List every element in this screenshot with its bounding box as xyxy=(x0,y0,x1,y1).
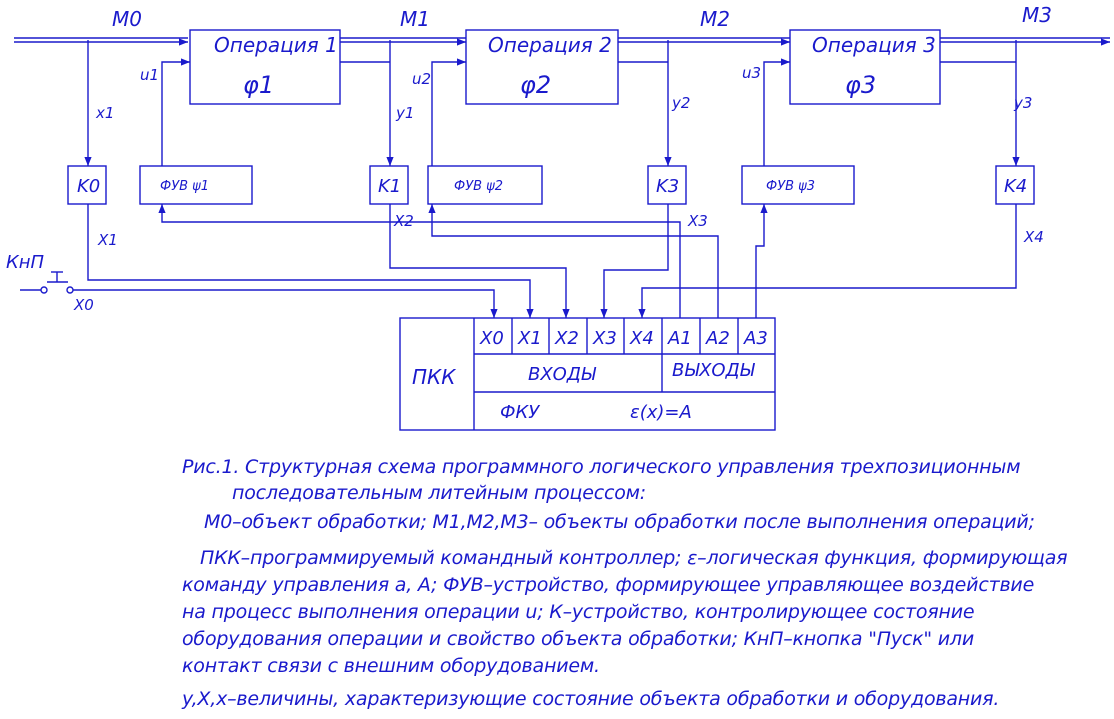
operation-3-title: Операция 3 xyxy=(812,33,936,57)
pkk-output-a3: A3 xyxy=(743,328,768,349)
sensor-k0-box xyxy=(67,165,107,205)
operation-1-box xyxy=(189,29,341,105)
operation-2-func: φ2 xyxy=(520,71,551,99)
sensor-k4-box xyxy=(995,165,1035,205)
operation-1-title: Операция 1 xyxy=(214,33,338,57)
operation-3-func: φ3 xyxy=(845,71,876,99)
pkk-input-x4: X4 xyxy=(629,328,654,349)
sensor-k1-label: K1 xyxy=(378,176,401,197)
operation-2-box xyxy=(465,29,619,105)
signal-X2-label: X2 xyxy=(393,212,414,230)
signal-y1-label: y1 xyxy=(395,104,414,122)
start-button-label: КнП xyxy=(6,252,45,273)
sensor-k4-label: K4 xyxy=(1004,176,1027,197)
fuv-1-label: ФУВ ψ1 xyxy=(160,179,209,194)
fuv-2-box xyxy=(427,165,543,205)
pkk-output-a1: A1 xyxy=(667,328,692,349)
caption-line-5: команду управления a, A; ФУВ–устройство,… xyxy=(182,574,1035,596)
caption-line-4: ПКК–программируемый командный контроллер… xyxy=(200,547,1068,569)
flow-m2-label: M2 xyxy=(700,7,730,31)
signal-y3-label: y3 xyxy=(1013,94,1032,112)
sensor-k3-box xyxy=(647,165,687,205)
signal-X3-label: X3 xyxy=(687,212,708,230)
pkk-input-x2: X2 xyxy=(554,328,579,349)
pkk-name: ПКК xyxy=(412,365,456,389)
signal-u3-label: u3 xyxy=(742,64,761,82)
signal-X4-label: X4 xyxy=(1023,228,1044,246)
pkk-fku-label: ФКУ xyxy=(500,402,540,423)
flow-m3-label: M3 xyxy=(1022,3,1052,27)
caption-line-9: y,X,x–величины, характеризующие состояни… xyxy=(182,688,1000,710)
caption-line-7: оборудования операции и свойство объекта… xyxy=(182,628,975,650)
pkk-inputs-label: ВХОДЫ xyxy=(528,364,597,385)
caption-line-2: последовательным литейным процессом: xyxy=(232,482,647,504)
fuv-3-box xyxy=(741,165,855,205)
flow-m0-label: M0 xyxy=(112,7,142,31)
fuv-3-label: ФУВ ψ3 xyxy=(766,179,815,194)
fuv-1-box xyxy=(139,165,253,205)
signal-u1-label: u1 xyxy=(140,66,159,84)
pkk-input-x0: X0 xyxy=(479,328,504,349)
operation-1-func: φ1 xyxy=(243,71,274,99)
operation-2-title: Операция 2 xyxy=(488,33,612,57)
signal-X0-label: X0 xyxy=(73,296,94,314)
pkk-output-a2: A2 xyxy=(705,328,730,349)
pkk-input-x1: X1 xyxy=(517,328,542,349)
caption-line-6: на процесс выполнения операции u; К–устр… xyxy=(182,601,975,623)
sensor-k0-label: K0 xyxy=(77,176,100,197)
signal-x1-label: x1 xyxy=(95,104,114,122)
fuv-2-label: ФУВ ψ2 xyxy=(454,179,503,194)
caption-line-3: М0–объект обработки; М1,М2,М3– объекты о… xyxy=(204,511,1035,533)
signal-u2-label: u2 xyxy=(412,70,431,88)
sensor-k3-label: K3 xyxy=(656,176,679,197)
operation-3-box xyxy=(789,29,941,105)
flow-m1-label: M1 xyxy=(400,7,430,31)
caption-line-8: контакт связи с внешним оборудованием. xyxy=(182,655,600,677)
sensor-k1-box xyxy=(369,165,409,205)
pkk-outputs-label: ВЫХОДЫ xyxy=(672,360,756,381)
pkk-formula: ε(x)=A xyxy=(630,402,692,423)
signal-y2-label: y2 xyxy=(671,94,690,112)
signal-X1-label: X1 xyxy=(97,231,118,249)
pkk-input-x3: X3 xyxy=(592,328,617,349)
caption-line-1: Рис.1. Структурная схема программного ло… xyxy=(182,456,1021,478)
